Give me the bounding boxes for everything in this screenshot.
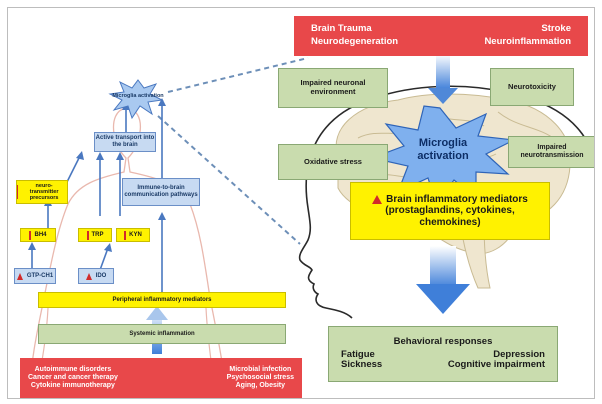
brain-mediators-box: Brain inflammatory mediators (prostaglan… bbox=[350, 182, 550, 240]
arrowhead-trp bbox=[96, 152, 104, 160]
cause-cytokine: Cytokine immunotherapy bbox=[30, 382, 115, 390]
arrowhead-ido bbox=[104, 243, 112, 252]
bh4-label: BH4 bbox=[34, 231, 47, 238]
cause-autoimmune: Autoimmune disorders bbox=[34, 365, 112, 373]
arrowhead-kyn bbox=[116, 152, 124, 160]
cause-aging: Aging, Obesity bbox=[235, 382, 286, 390]
behavior-title: Behavioral responses bbox=[393, 335, 493, 347]
ido-box: IDO bbox=[78, 268, 114, 284]
kyn-label: KYN bbox=[129, 231, 142, 238]
increase-arrow-icon bbox=[372, 195, 383, 204]
mediators-line3: chemokines) bbox=[419, 216, 481, 228]
cause-psychosocial: Psychosocial stress bbox=[226, 373, 294, 381]
arrowhead-peripheral bbox=[158, 212, 166, 220]
active-transport-box: Active transport into the brain bbox=[94, 132, 156, 152]
behavior-cognitive: Cognitive impairment bbox=[447, 359, 545, 371]
effect-impaired-neuronal: Impaired neuronal environment bbox=[278, 68, 388, 108]
peripheral-mediators-box: Peripheral inflammatory mediators bbox=[38, 292, 286, 308]
cause-brain-trauma: Brain Trauma bbox=[311, 23, 372, 35]
neurotransmitter-box: neuro-transmitter precursors bbox=[16, 180, 68, 204]
mediators-line2: (prostaglandins, cytokines, bbox=[385, 205, 515, 217]
effect-impaired-neurotransmission: Impaired neurotransmission bbox=[508, 136, 594, 168]
causes-bottom-box: Autoimmune disorders Cancer and cancer t… bbox=[20, 358, 302, 398]
cause-neuroinflammation: Neuroinflammation bbox=[484, 36, 571, 47]
decrease-bar-icon bbox=[17, 185, 19, 199]
microglia-small-label: Microglia activation bbox=[112, 92, 164, 99]
figure-frame: Brain Trauma Stroke Neurodegeneration Ne… bbox=[7, 7, 595, 399]
behavior-sickness: Sickness bbox=[341, 359, 383, 371]
ido-arrow-icon bbox=[85, 272, 92, 280]
arrow-top-head bbox=[428, 88, 458, 104]
cause-microbial: Microbial infection bbox=[229, 365, 292, 373]
behavior-depression: Depression bbox=[493, 348, 545, 360]
effect-oxidative-stress: Oxidative stress bbox=[278, 144, 388, 180]
kyn-bar-icon bbox=[124, 230, 127, 240]
arrow-top-shaft bbox=[436, 54, 450, 90]
gtp-arrow-icon bbox=[16, 272, 23, 280]
microglia-large-line1: Microglia bbox=[418, 137, 468, 150]
gtp-box: GTP-CH1 bbox=[14, 268, 56, 284]
trp-bar-icon bbox=[86, 230, 89, 240]
cause-cancer: Cancer and cancer therapy bbox=[28, 373, 118, 381]
bh4-bar-icon bbox=[29, 230, 32, 240]
effect-neurotoxicity: Neurotoxicity bbox=[490, 68, 574, 106]
neurotransmitter-label: neuro-transmitter precursors bbox=[29, 182, 59, 202]
mediators-line1: Brain inflammatory mediators bbox=[386, 193, 528, 205]
arrowhead-neuro bbox=[76, 151, 84, 160]
arrow-neuro-to-transport bbox=[65, 155, 81, 185]
arrow-bottom-shaft bbox=[430, 246, 456, 288]
arrow-bottom-head bbox=[416, 284, 470, 314]
behavioral-responses-box: Behavioral responses Fatigue Depression … bbox=[328, 326, 558, 382]
causes-top-box: Brain Trauma Stroke Neurodegeneration Ne… bbox=[294, 16, 588, 56]
gtp-label: GTP-CH1 bbox=[26, 272, 54, 279]
brain-folds bbox=[357, 111, 557, 195]
immune-to-brain-box: Immune-to-brain communication pathways bbox=[122, 178, 200, 206]
arrowhead-gtp bbox=[28, 242, 36, 250]
cause-stroke: Stroke bbox=[541, 23, 571, 35]
arrowhead-immune bbox=[158, 98, 166, 106]
systemic-inflammation-box: Systemic inflammation bbox=[38, 324, 286, 344]
trp-box: TRP bbox=[78, 228, 112, 242]
up-arrow-head bbox=[146, 306, 168, 320]
behavior-fatigue: Fatigue bbox=[341, 348, 375, 360]
ido-label: IDO bbox=[95, 272, 107, 279]
cause-neurodegeneration: Neurodegeneration bbox=[311, 36, 399, 47]
dashed-line-lower bbox=[157, 115, 301, 245]
bh4-box: BH4 bbox=[20, 228, 56, 242]
arrow-ido-to-kyn bbox=[99, 247, 109, 271]
microglia-large-line2: activation bbox=[417, 150, 469, 162]
kyn-box: KYN bbox=[116, 228, 150, 242]
microglia-star-small bbox=[108, 79, 164, 120]
trp-label: TRP bbox=[91, 231, 104, 238]
microglia-large-label: Microglia activation bbox=[408, 132, 478, 168]
dashed-line-upper bbox=[167, 57, 309, 93]
